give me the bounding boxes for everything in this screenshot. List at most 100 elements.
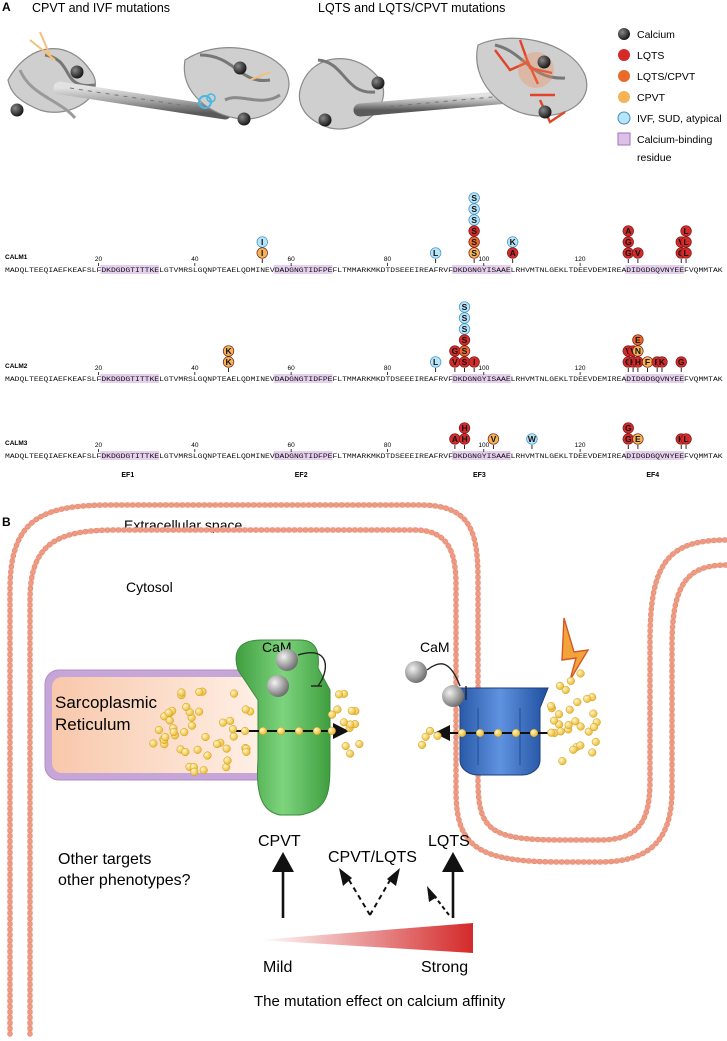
lipid-head <box>27 651 33 658</box>
lipid-head <box>27 888 33 894</box>
lipid-head <box>669 723 675 729</box>
lipid-head <box>7 948 13 955</box>
tick-label: 80 <box>384 365 392 372</box>
lipid-head <box>469 531 476 537</box>
lightning-icon <box>561 617 590 681</box>
lipid-head <box>586 859 592 865</box>
calcium-ion <box>339 718 348 727</box>
lipid-head <box>584 837 590 843</box>
lipid-head <box>196 502 202 508</box>
lipid-head <box>705 538 712 544</box>
lipid-head <box>416 502 422 508</box>
lipid-head <box>647 655 653 662</box>
lipid-head <box>649 600 655 607</box>
lipid-head <box>7 970 13 977</box>
lipid-head <box>93 527 100 534</box>
lipid-head <box>27 976 33 982</box>
lipid-head <box>119 502 125 508</box>
lqts-label: LQTS <box>428 833 470 850</box>
mutation-residue: I <box>261 237 263 247</box>
lipid-head <box>475 651 481 657</box>
calcium-ion <box>165 716 174 725</box>
lipid-head <box>21 528 28 534</box>
lipid-head <box>667 811 673 817</box>
lipid-head <box>27 706 33 713</box>
tick-label: 80 <box>384 256 392 263</box>
lipid-head <box>27 673 33 680</box>
lipid-head <box>669 640 675 647</box>
lipid-head <box>669 789 675 795</box>
lipid-head <box>8 563 15 570</box>
calcium-ion <box>417 740 427 749</box>
lipid-head <box>453 756 459 763</box>
ef-hand-highlight <box>273 451 333 460</box>
legend-label-0: Calcium <box>637 29 675 41</box>
lipid-head <box>553 859 559 865</box>
lipid-head <box>668 800 675 806</box>
mutation-marker-lqts_cpvt <box>468 236 480 248</box>
tick-label: 100 <box>478 442 489 449</box>
mutation-residue: S <box>462 357 468 367</box>
lipid-head <box>27 827 33 834</box>
mutation-residue: K <box>659 357 666 367</box>
inner-leaflet <box>27 527 727 1034</box>
mutation-residue: A <box>625 226 631 236</box>
mutation-residue: V <box>452 357 458 367</box>
lipid-head <box>453 767 459 774</box>
lipid-head <box>670 618 676 625</box>
lipid-head <box>377 502 383 508</box>
calcium-ion <box>566 676 575 685</box>
lipid-head <box>341 527 347 533</box>
lipid-head <box>492 827 498 834</box>
lipid-head <box>7 954 13 960</box>
lipid-head <box>324 527 331 533</box>
lipid-head <box>7 646 13 652</box>
lipid-head <box>385 527 391 533</box>
lipid-head <box>25 523 31 530</box>
lipid-head <box>669 651 675 658</box>
mutation-marker-ivf <box>507 236 519 248</box>
lipid-head <box>7 849 13 856</box>
lipid-head <box>573 837 579 843</box>
lipid-head <box>647 787 653 794</box>
calcium-ion <box>199 766 208 775</box>
lipid-head <box>526 858 532 864</box>
lipid-head <box>635 853 641 859</box>
lipid-head <box>7 882 13 889</box>
lipid-head <box>630 854 636 861</box>
lipid-head <box>264 527 270 533</box>
mutation-marker-lqts_cpvt <box>458 345 471 357</box>
lipid-head <box>322 502 328 508</box>
mutation-marker-lqts <box>656 356 668 368</box>
lipid-head <box>647 628 653 634</box>
lipid-head <box>493 853 499 859</box>
lipid-head <box>374 527 380 533</box>
calcium-ion <box>294 726 304 736</box>
lipid-head <box>209 527 215 533</box>
calcium-ion <box>589 723 599 732</box>
lipid-head <box>7 778 13 784</box>
calcium-ion <box>555 681 565 690</box>
lipid-head <box>27 860 33 867</box>
lipid-head <box>475 794 482 800</box>
calcium-ion <box>161 733 170 742</box>
lipid-head <box>339 502 345 508</box>
lipid-head <box>346 527 353 533</box>
lipid-head <box>475 569 481 575</box>
lipid-head <box>619 857 625 863</box>
mutation-marker-lqts <box>622 236 634 248</box>
lipid-head <box>418 527 424 533</box>
sequence-calm1: MADQLTEEQIAEFKEAFSLFDKDGDGTITTKELGTVMRSL… <box>5 267 723 275</box>
calcium-ion <box>181 748 190 757</box>
other-targets-line1: Other targets <box>58 851 151 868</box>
lipid-head <box>647 699 653 706</box>
lipid-head <box>647 683 653 689</box>
lipid-head <box>632 827 638 834</box>
lipid-head <box>669 739 675 746</box>
lipid-head <box>647 727 653 733</box>
lipid-head <box>317 502 323 508</box>
calcium-ion <box>228 725 238 734</box>
lipid-head <box>306 502 312 508</box>
lipid-head <box>212 502 218 508</box>
lipid-head <box>453 575 459 581</box>
